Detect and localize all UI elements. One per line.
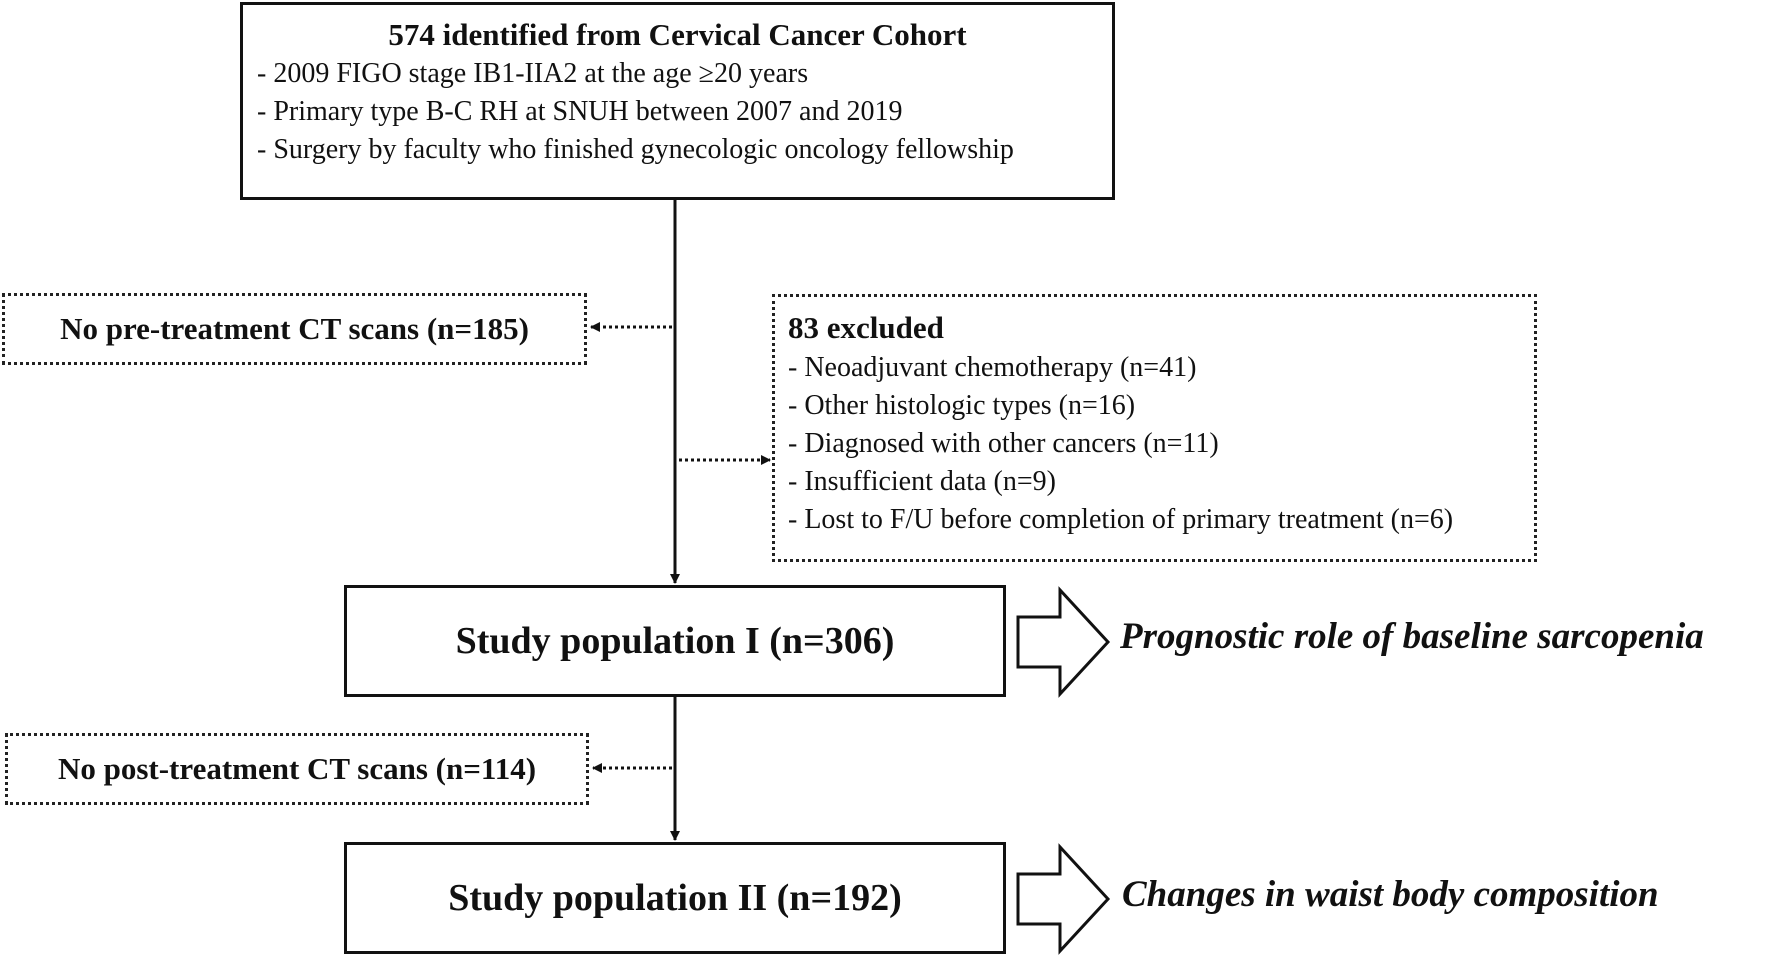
study-population-1-box: Study population I (n=306) bbox=[344, 585, 1006, 697]
post-treatment-exclusion-box: No post-treatment CT scans (n=114) bbox=[5, 733, 589, 805]
pre-treatment-exclusion-label: No pre-treatment CT scans (n=185) bbox=[60, 311, 529, 346]
study-population-1-label: Study population I (n=306) bbox=[455, 620, 895, 662]
study-population-2-box: Study population II (n=192) bbox=[344, 842, 1006, 954]
study-population-2-label: Study population II (n=192) bbox=[448, 877, 902, 919]
study-population-1-outcome: Prognostic role of baseline sarcopenia bbox=[1120, 616, 1704, 657]
outcome-arrow-2 bbox=[1016, 843, 1111, 955]
exclusion-reason: - Lost to F/U before completion of prima… bbox=[788, 504, 1454, 535]
outcome-arrow-1 bbox=[1016, 586, 1111, 698]
exclusion-reason: - Diagnosed with other cancers (n=11) bbox=[788, 428, 1219, 459]
cohort-criterion: - Surgery by faculty who finished gyneco… bbox=[257, 134, 1014, 165]
cohort-title: 574 identified from Cervical Cancer Coho… bbox=[388, 17, 967, 52]
exclusion-reason: - Other histologic types (n=16) bbox=[788, 390, 1136, 421]
cohort-criterion: - 2009 FIGO stage IB1-IIA2 at the age ≥2… bbox=[257, 58, 809, 89]
post-treatment-exclusion-label: No post-treatment CT scans (n=114) bbox=[57, 751, 537, 786]
excluded-title: 83 excluded bbox=[788, 310, 944, 345]
excluded-box: 83 excluded - Neoadjuvant chemotherapy (… bbox=[772, 294, 1537, 562]
exclusion-reason: - Neoadjuvant chemotherapy (n=41) bbox=[788, 352, 1197, 383]
exclusion-reason: - Insufficient data (n=9) bbox=[788, 466, 1056, 497]
study-population-2-outcome: Changes in waist body composition bbox=[1122, 874, 1659, 915]
cohort-identification-box: 574 identified from Cervical Cancer Coho… bbox=[240, 2, 1115, 200]
pre-treatment-exclusion-box: No pre-treatment CT scans (n=185) bbox=[2, 293, 587, 365]
cohort-criterion: - Primary type B-C RH at SNUH between 20… bbox=[257, 96, 903, 127]
